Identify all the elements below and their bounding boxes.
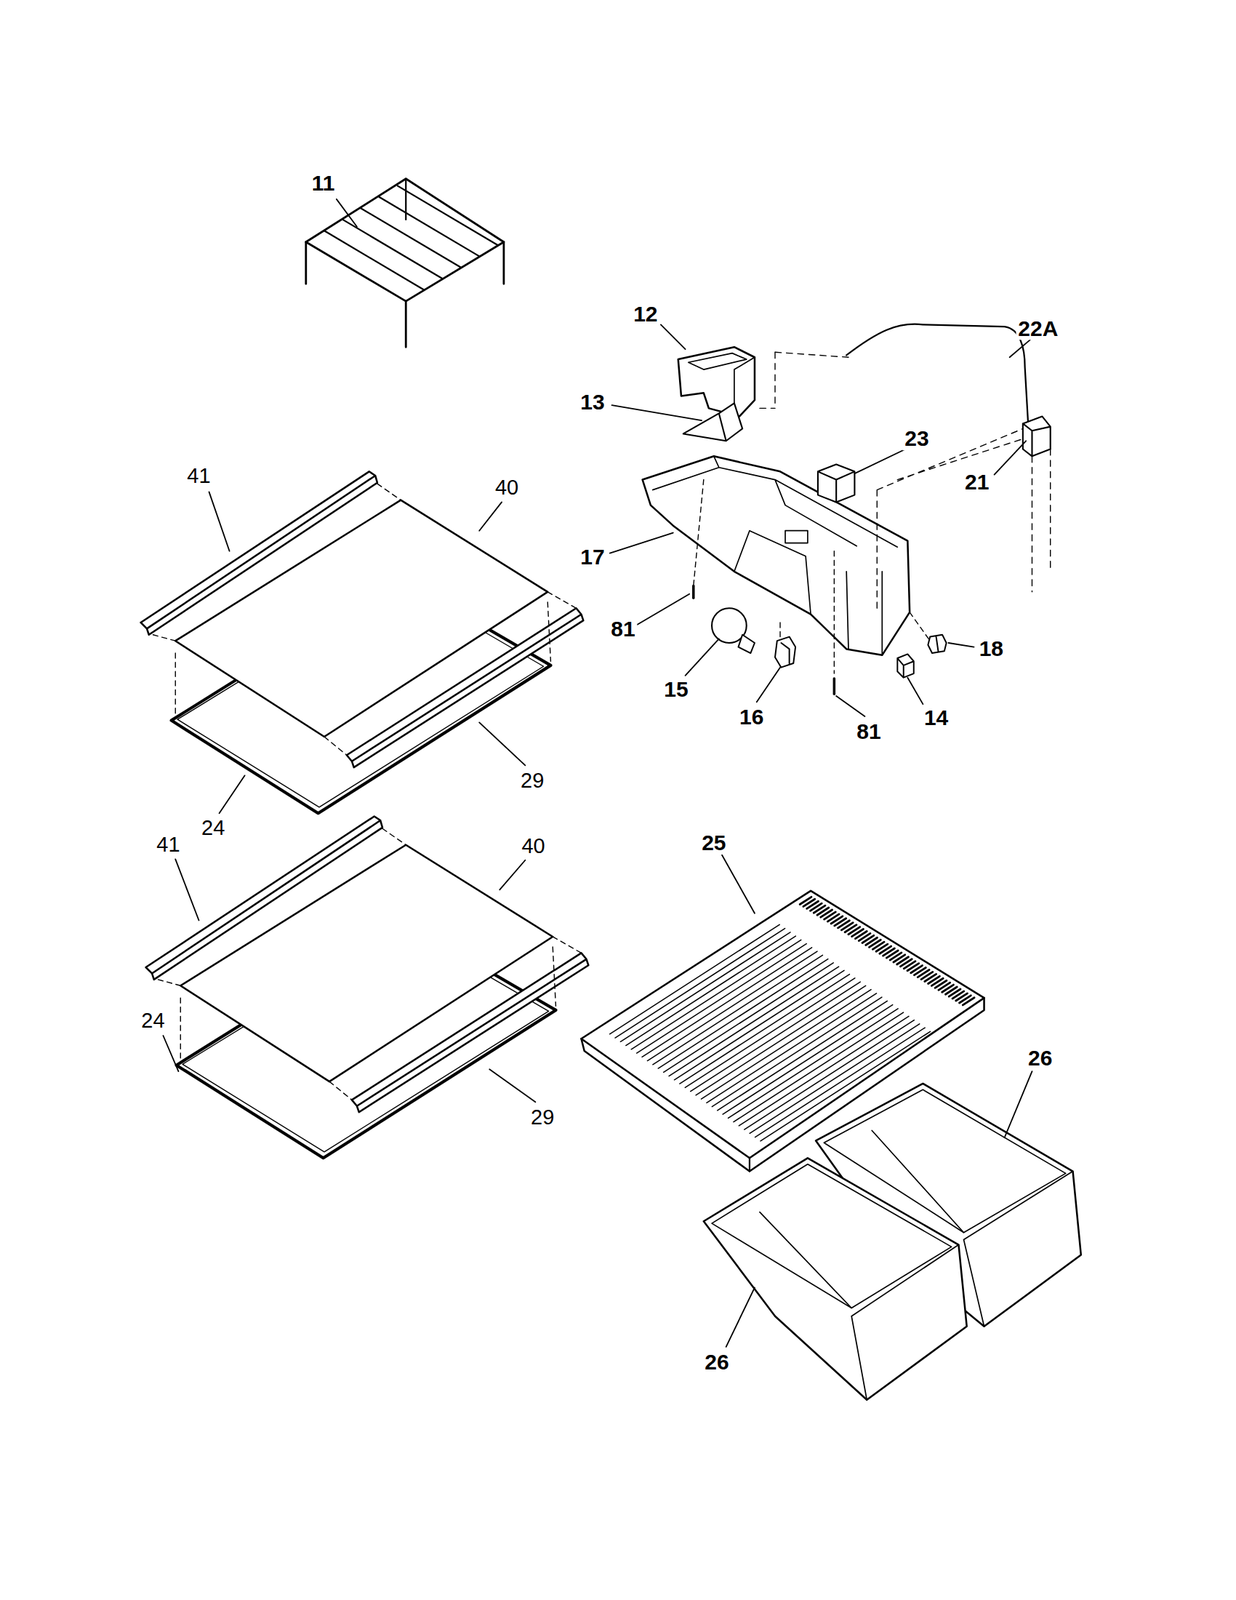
rib-line [615,928,786,1039]
rib-line [668,966,840,1077]
callout-number: 40 [492,476,521,499]
rib-line [695,985,866,1095]
callout-number: 12 [631,302,660,326]
callout-number: 15 [661,677,690,701]
rib-line [690,981,861,1092]
callout-number: 29 [518,769,547,792]
callout-number: 40 [519,834,547,857]
rib-line [684,977,856,1088]
crisper-drawer [703,1157,967,1399]
callout-number: 29 [528,1105,557,1128]
rib-line [636,943,808,1054]
rib-line [701,989,872,1100]
rib-line [625,935,797,1046]
callout-number: 16 [737,705,766,729]
wire-rack [306,178,504,347]
rib-line [631,939,802,1050]
callout-number: 13 [578,390,607,414]
rib-line [711,996,882,1107]
glass-shelf [146,815,589,1158]
rib-line [647,950,818,1061]
vent-slot [962,997,975,1005]
callout-number: 23 [902,426,931,451]
callout-number: 26 [1025,1046,1055,1070]
rib-line [722,1004,893,1115]
callout-number: 17 [578,545,607,569]
rib-line [728,1008,899,1119]
rib-line [679,974,850,1085]
leader-lines [162,199,1032,1347]
glass-shelf [141,471,584,813]
callout-number: 22A [1015,316,1061,341]
light-housing [642,324,1051,694]
callout-number: 25 [699,831,728,855]
rib-line [610,924,781,1034]
callout-number: 26 [702,1350,731,1374]
callout-number: 81 [608,618,637,642]
callout-number: 81 [854,719,883,744]
rib-line [717,1000,888,1111]
rib-line [620,932,791,1042]
rib-line [663,962,834,1073]
rib-line [652,954,824,1065]
callout-number: 41 [154,833,182,856]
rib-line [641,947,813,1058]
callout-number: 11 [309,172,338,196]
callout-number: 14 [921,706,951,730]
rib-line [733,1012,904,1122]
callout-number: 21 [962,471,991,495]
rib-line [706,993,877,1103]
callout-number: 24 [199,815,227,838]
callout-number: 18 [977,636,1006,661]
rib-line [674,969,845,1080]
callout-number: 24 [138,1008,167,1031]
callout-number: 41 [184,463,213,486]
rib-line [657,958,829,1069]
